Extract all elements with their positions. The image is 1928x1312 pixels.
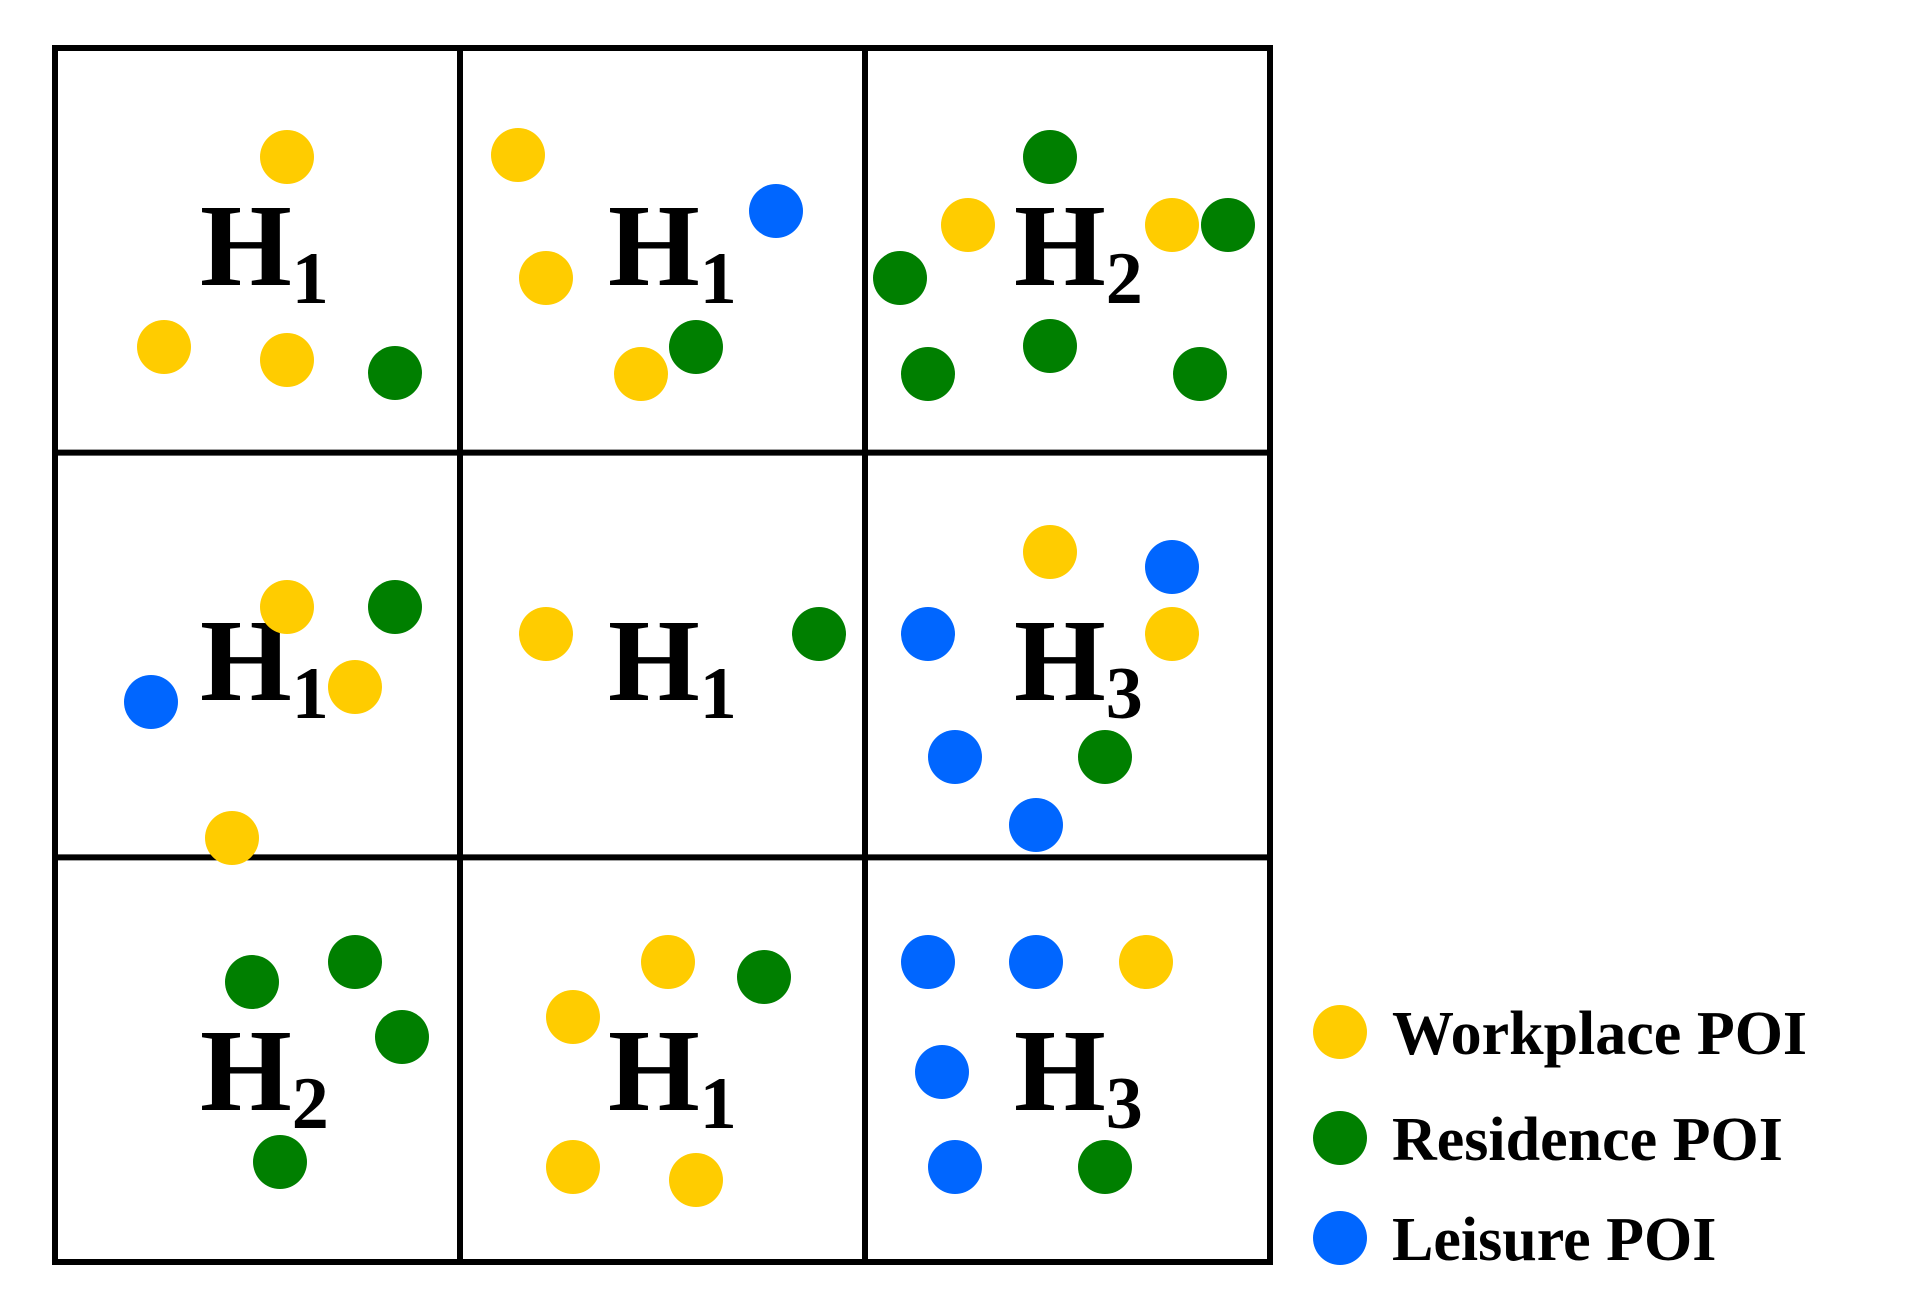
cell-label-base: H <box>1014 1005 1106 1136</box>
workplace-poi-dot <box>519 607 573 661</box>
workplace-poi-dot <box>205 811 259 865</box>
workplace-poi-dot <box>941 198 995 252</box>
cell-label-3: H2 <box>1014 180 1143 320</box>
residence-poi-dot <box>225 955 279 1009</box>
cell-label-subscript: 3 <box>1106 1063 1143 1145</box>
residence-poi-dot <box>1078 1140 1132 1194</box>
workplace-poi-dot <box>1145 198 1199 252</box>
workplace-poi-dot <box>1145 607 1199 661</box>
cell-label-1: H1 <box>200 180 329 320</box>
workplace-poi-dot <box>669 1153 723 1207</box>
cell-label-5: H1 <box>608 595 737 735</box>
workplace-poi-dot <box>614 347 668 401</box>
cell-label-subscript: 1 <box>292 238 329 320</box>
leisure-poi-dot <box>901 935 955 989</box>
legend: Workplace POI Residence POI Leisure POI <box>1313 1000 1807 1274</box>
cell-label-subscript: 1 <box>700 653 737 735</box>
grid-lines <box>52 45 1273 1265</box>
cell-label-subscript: 1 <box>700 1063 737 1145</box>
residence-poi-dot <box>901 347 955 401</box>
residence-poi-dot <box>873 251 927 305</box>
legend-residence-label: Residence POI <box>1392 1106 1783 1174</box>
residence-poi-dot <box>1023 130 1077 184</box>
cell-label-6: H3 <box>1014 595 1143 735</box>
leisure-poi-dot <box>1009 935 1063 989</box>
leisure-poi-dot <box>901 607 955 661</box>
residence-poi-dot <box>368 580 422 634</box>
workplace-poi-dot <box>328 660 382 714</box>
residence-poi-dot <box>1173 347 1227 401</box>
cell-label-9: H3 <box>1014 1005 1143 1145</box>
legend-residence-marker <box>1313 1111 1367 1165</box>
poi-dots <box>124 128 1255 1207</box>
cell-label-base: H <box>608 595 700 726</box>
workplace-poi-dot <box>546 990 600 1044</box>
legend-leisure-label: Leisure POI <box>1392 1206 1716 1274</box>
legend-leisure-marker <box>1313 1211 1367 1265</box>
cell-label-2: H1 <box>608 180 737 320</box>
residence-poi-dot <box>792 607 846 661</box>
cell-label-subscript: 1 <box>700 238 737 320</box>
residence-poi-dot <box>253 1135 307 1189</box>
workplace-poi-dot <box>260 333 314 387</box>
residence-poi-dot <box>375 1010 429 1064</box>
workplace-poi-dot <box>1119 935 1173 989</box>
leisure-poi-dot <box>1145 540 1199 594</box>
cell-label-base: H <box>608 180 700 311</box>
residence-poi-dot <box>328 935 382 989</box>
workplace-poi-dot <box>260 580 314 634</box>
leisure-poi-dot <box>915 1045 969 1099</box>
cell-label-8: H1 <box>608 1005 737 1145</box>
workplace-poi-dot <box>641 935 695 989</box>
cell-label-base: H <box>1014 180 1106 311</box>
workplace-poi-dot <box>519 251 573 305</box>
workplace-poi-dot <box>1023 525 1077 579</box>
cell-label-base: H <box>608 1005 700 1136</box>
leisure-poi-dot <box>1009 798 1063 852</box>
residence-poi-dot <box>737 950 791 1004</box>
residence-poi-dot <box>1023 319 1077 373</box>
legend-workplace-label: Workplace POI <box>1392 1000 1807 1068</box>
cell-label-subscript: 2 <box>292 1063 329 1145</box>
workplace-poi-dot <box>137 320 191 374</box>
residence-poi-dot <box>669 320 723 374</box>
residence-poi-dot <box>368 346 422 400</box>
workplace-poi-dot <box>546 1140 600 1194</box>
workplace-poi-dot <box>491 128 545 182</box>
workplace-poi-dot <box>260 130 314 184</box>
cell-label-subscript: 1 <box>292 653 329 735</box>
cell-label-base: H <box>1014 595 1106 726</box>
legend-workplace-marker <box>1313 1005 1367 1059</box>
leisure-poi-dot <box>749 184 803 238</box>
cell-label-base: H <box>200 180 292 311</box>
cell-label-7: H2 <box>200 1005 329 1145</box>
residence-poi-dot <box>1078 730 1132 784</box>
leisure-poi-dot <box>928 1140 982 1194</box>
leisure-poi-dot <box>124 675 178 729</box>
cell-label-subscript: 3 <box>1106 653 1143 735</box>
residence-poi-dot <box>1201 198 1255 252</box>
leisure-poi-dot <box>928 730 982 784</box>
cell-label-subscript: 2 <box>1106 238 1143 320</box>
cell-label-base: H <box>200 1005 292 1136</box>
